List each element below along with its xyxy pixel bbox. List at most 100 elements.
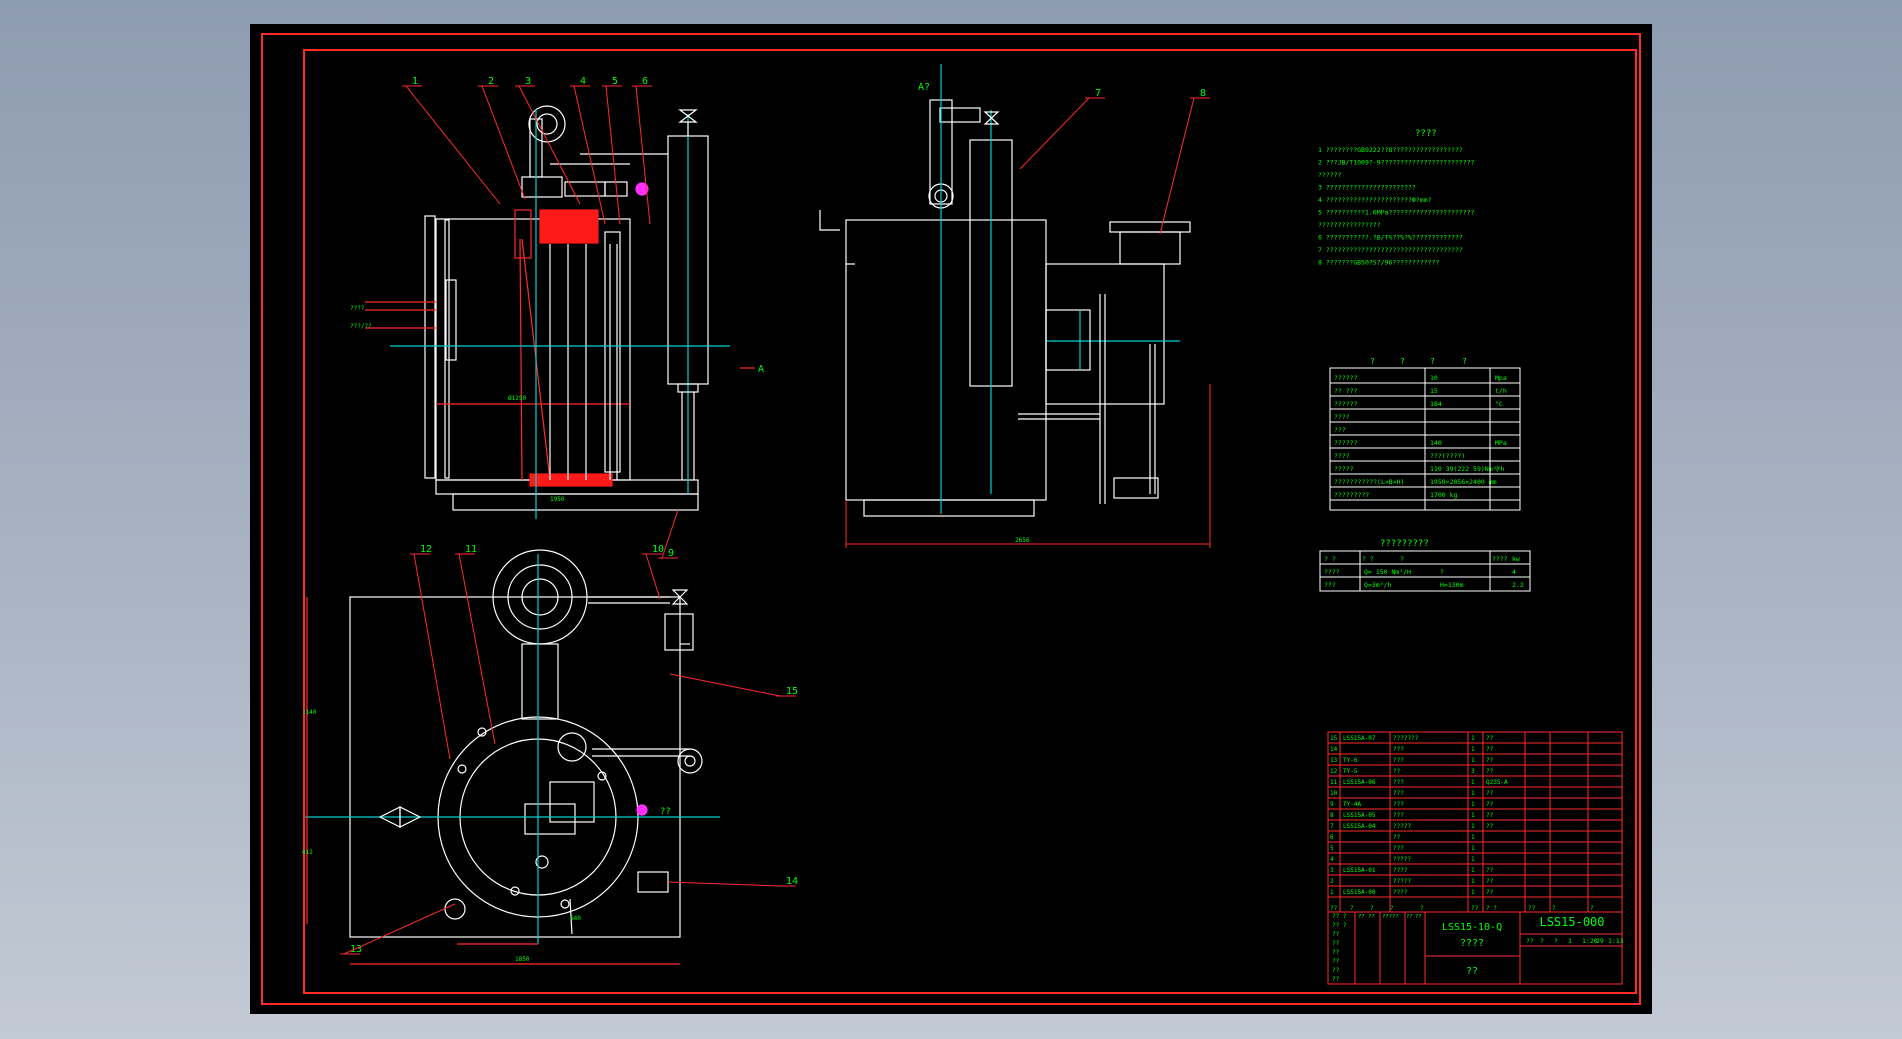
parts-cell-12-0: 12 xyxy=(1330,768,1338,775)
boiler-shell xyxy=(435,218,631,481)
parts-cell-7-3: 1 xyxy=(1471,823,1475,830)
spec-param-0: ?????? xyxy=(1334,374,1358,382)
parts-cell-7-4: ?? xyxy=(1486,823,1494,830)
notes-title: ???? xyxy=(1415,129,1437,139)
plan-outline xyxy=(349,596,681,938)
valve-tag: ?? xyxy=(660,807,671,817)
parts-header-1: ? xyxy=(1350,905,1354,912)
callout-2: 2 xyxy=(488,76,494,87)
parts-cell-8-1: LSS15A-05 xyxy=(1343,812,1376,819)
callout-1: 1 xyxy=(412,76,418,87)
spec-value-5: 140 xyxy=(1430,439,1442,447)
parts-cell-15-3: 1 xyxy=(1471,735,1475,742)
parts-header-5: ?? xyxy=(1471,905,1479,912)
spec-param-2: ?????? xyxy=(1334,400,1358,408)
callout-15: 15 xyxy=(786,686,798,697)
parts-cell-11-4: Q235-A xyxy=(1486,779,1508,786)
leader-line-3 xyxy=(518,85,581,205)
level-code-0: ???? xyxy=(350,305,365,312)
parts-cell-2-2: ????? xyxy=(1393,878,1411,885)
leader-line-1 xyxy=(405,85,501,205)
spec-param-1: ?? ??? xyxy=(1334,387,1358,395)
parts-cell-4-3: 1 xyxy=(1471,856,1475,863)
callout-10: 10 xyxy=(652,544,664,555)
tb-left-row-1: ?? ? xyxy=(1332,922,1347,929)
parts-cell-13-2: ??? xyxy=(1393,757,1404,764)
refractory-hatch xyxy=(539,209,599,244)
tb-left-row-2: ?? xyxy=(1332,931,1340,938)
cad-drawing: 123456789101112131415AA?6402656185011408… xyxy=(261,33,1641,1005)
dim-diameter: Ø1250 xyxy=(508,395,526,402)
pump-cell-0-1: Q= 150 Nm³/H xyxy=(1364,568,1411,576)
parts-cell-11-2: ??? xyxy=(1393,779,1404,786)
spec-unit-0: Mpa xyxy=(1495,374,1507,382)
scale-cell-0: ?? xyxy=(1526,937,1534,945)
tb-left-col-4: ?? xyxy=(1415,914,1422,920)
pump-cell-0-0: ???? xyxy=(1324,568,1340,576)
spec-param-7: ????? xyxy=(1334,465,1354,473)
leader-line-2 xyxy=(481,85,526,200)
callout-6: 6 xyxy=(642,76,648,87)
leader-line-13 xyxy=(343,903,456,955)
leader-line-8 xyxy=(1159,97,1195,235)
front-view xyxy=(365,105,755,519)
spec-param-6: ???? xyxy=(1334,452,1350,460)
parts-cell-9-3: 1 xyxy=(1471,801,1475,808)
side-shell xyxy=(845,219,1047,501)
scale-cell-3: 1 xyxy=(1568,937,1572,945)
spec-value-2: 184 xyxy=(1430,400,1442,408)
tb-left-row-3: ?? xyxy=(1332,940,1340,947)
note-line-5: 4 ??????????????????????Ф?mm? xyxy=(1318,196,1432,204)
parts-header-7: ?? xyxy=(1528,905,1536,912)
tb-left-row-0: ?? ? xyxy=(1332,913,1347,920)
pump-header-2: ? xyxy=(1400,555,1404,563)
parts-header-0: ?? xyxy=(1330,905,1338,912)
note-line-3: ?????? xyxy=(1318,171,1342,179)
parts-cell-15-0: 15 xyxy=(1330,735,1338,742)
parts-header-8: ? xyxy=(1552,905,1556,912)
parts-cell-15-2: ??????? xyxy=(1393,735,1419,742)
note-line-9: 7 ??????????????????????????????????? xyxy=(1318,246,1463,254)
scale-cell-5: 29 xyxy=(1596,937,1604,945)
parts-cell-5-2: ??? xyxy=(1393,845,1404,852)
spec-value-7: 110 39(222 59)Nm³/h xyxy=(1430,465,1504,473)
pump-header-1: ? ? xyxy=(1362,555,1374,563)
leader-line-5 xyxy=(605,85,621,225)
parts-cell-7-1: LSS15A-04 xyxy=(1343,823,1376,830)
dim-plan-height: 1140 xyxy=(302,709,317,716)
spec-unit-7: ? xyxy=(1495,465,1499,473)
callout-3: 3 xyxy=(525,76,531,87)
tb-left-row-7: ?? xyxy=(1332,976,1340,983)
dim-side-width: 2656 xyxy=(1015,537,1030,544)
parts-cell-10-3: 1 xyxy=(1471,790,1475,797)
pump-cell-1-2: H=130m xyxy=(1440,581,1464,589)
callout-5: 5 xyxy=(612,76,618,87)
drawing-name: ???? xyxy=(1460,938,1484,949)
spec-param-3: ???? xyxy=(1334,413,1350,421)
tb-left-row-6: ?? xyxy=(1332,967,1340,974)
parts-cell-6-2: ?? xyxy=(1393,834,1401,841)
pump-table-title: ????????? xyxy=(1380,539,1429,549)
parts-cell-9-4: ?? xyxy=(1486,801,1494,808)
spec-param-5: ?????? xyxy=(1334,439,1358,447)
parts-cell-8-4: ?? xyxy=(1486,812,1494,819)
view-a-top-label: A? xyxy=(918,82,930,93)
callout-12: 12 xyxy=(420,544,432,555)
callout-11: 11 xyxy=(465,544,477,555)
pump-cell-1-0: ??? xyxy=(1324,581,1336,589)
parts-cell-3-3: 1 xyxy=(1471,867,1475,874)
parts-cell-13-1: TY-6 xyxy=(1343,757,1358,764)
tb-left-row-4: ?? xyxy=(1332,949,1340,956)
scale-cell-1: ? xyxy=(1540,937,1544,945)
parts-cell-14-2: ??? xyxy=(1393,746,1404,753)
parts-cell-11-1: LSS15A-06 xyxy=(1343,779,1376,786)
parts-cell-10-4: ?? xyxy=(1486,790,1494,797)
spec-header-1: ? xyxy=(1400,357,1405,366)
parts-cell-9-1: TY-4A xyxy=(1343,801,1361,808)
parts-cell-3-1: LSS15A-01 xyxy=(1343,867,1376,874)
spec-table-frame xyxy=(1329,367,1521,511)
leader-line-6 xyxy=(635,85,651,225)
